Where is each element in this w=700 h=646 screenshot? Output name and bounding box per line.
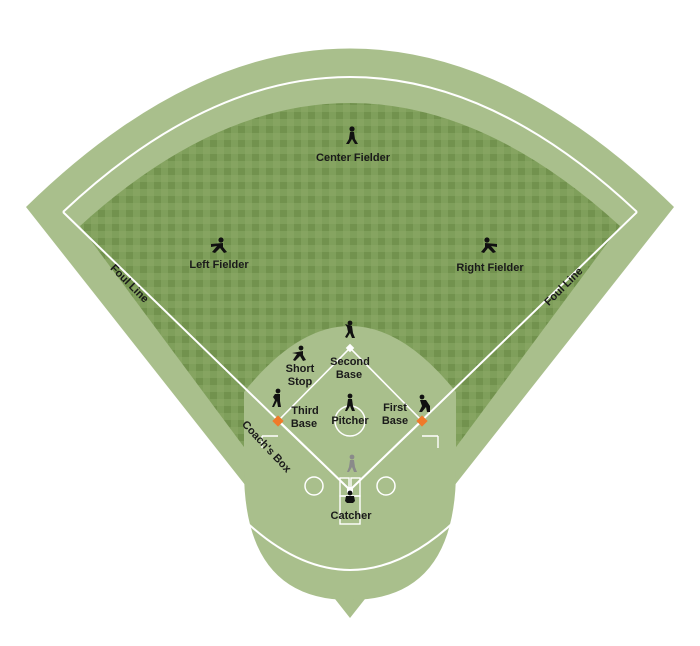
player-icon-short-stop	[292, 345, 306, 361]
coachs-box-right	[422, 435, 439, 448]
label-short-stop-line1: Short	[286, 363, 315, 375]
label-second-base-line2: Base	[336, 369, 362, 381]
label-second-base-line1: Second	[330, 356, 370, 368]
on-deck-circle-left	[304, 476, 324, 496]
label-left-fielder: Left Fielder	[189, 259, 249, 271]
label-pitcher: Pitcher	[331, 415, 369, 427]
label-third-base-line2: Base	[291, 418, 317, 430]
third-base-marker	[272, 415, 284, 427]
label-first-base-line2: Base	[382, 415, 408, 427]
player-icon-pitcher	[345, 393, 355, 411]
player-icon-third-base	[272, 388, 281, 407]
label-center-fielder: Center Fielder	[316, 152, 391, 164]
coachs-box-left	[261, 435, 278, 448]
player-icon-first-base	[419, 394, 430, 412]
player-icon-second-base	[345, 320, 355, 338]
player-icon-left-fielder	[211, 237, 227, 253]
label-right-fielder: Right Fielder	[456, 262, 524, 274]
on-deck-circle-right	[376, 476, 396, 496]
player-icon-center-fielder	[346, 126, 358, 144]
player-icon-batter	[347, 454, 357, 472]
label-first-base-line1: First	[383, 402, 407, 414]
outfield-boundary-line	[62, 76, 638, 213]
player-icon-right-fielder	[481, 237, 497, 253]
first-base-marker	[416, 415, 428, 427]
player-icon-catcher	[345, 490, 355, 503]
label-short-stop-line2: Stop	[288, 376, 313, 388]
label-catcher: Catcher	[331, 510, 373, 522]
home-plate	[347, 487, 353, 493]
second-base-marker	[345, 343, 355, 353]
backstop-arc	[243, 519, 457, 571]
label-third-base-line1: Third	[291, 405, 319, 417]
